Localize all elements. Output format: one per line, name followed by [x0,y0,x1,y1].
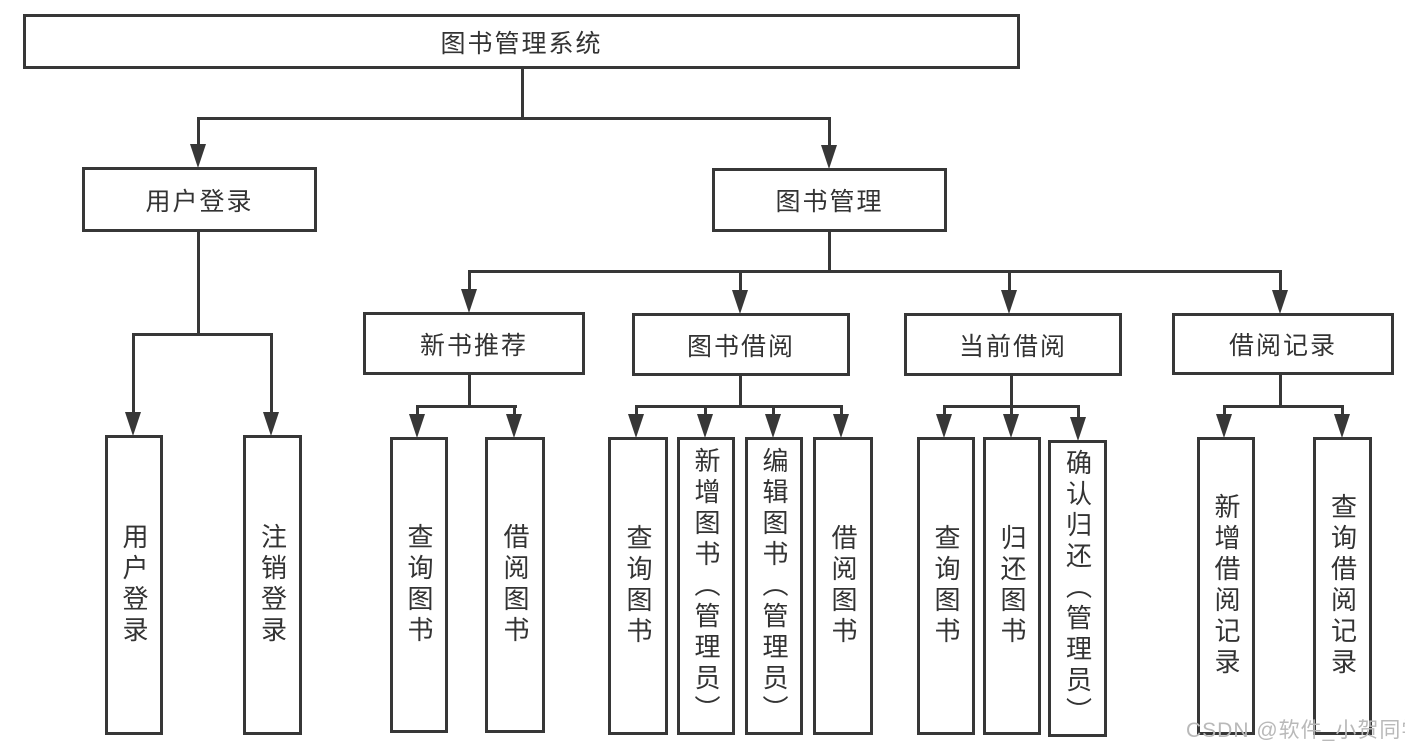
leaf-edit-books-admin: 编辑图书（管理员） [745,437,803,735]
leaf-confirm-return-admin: 确认归还（管理员） [1048,440,1107,737]
connector-line [468,375,471,408]
leaf-add-borrow-record: 新增借阅记录 [1197,437,1255,735]
arrow-down-icon [125,412,141,436]
connector-line [1279,375,1282,408]
connector-line [468,270,1282,273]
node-user-login: 用户登录 [82,167,317,232]
connector-line [1077,405,1080,421]
arrow-down-icon [506,414,522,438]
arrow-down-icon [732,290,748,314]
connector-line [739,270,742,294]
arrow-down-icon [628,414,644,438]
leaf-query-books-2: 查询图书 [608,437,668,735]
node-borrow-records: 借阅记录 [1172,313,1394,375]
connector-line [739,376,742,408]
connector-line [521,68,524,120]
connector-line [197,117,200,149]
connector-line [197,232,200,336]
node-book-management: 图书管理 [712,168,947,232]
arrow-down-icon [821,145,837,169]
leaf-query-borrow-record: 查询借阅记录 [1313,437,1372,735]
connector-line [416,405,517,408]
node-book-borrow: 图书借阅 [632,313,850,376]
connector-line [635,405,843,408]
watermark: CSDN @软件_小贺同学 [1186,719,1405,742]
connector-line [704,405,707,418]
arrow-down-icon [1216,414,1232,438]
arrow-down-icon [1334,414,1350,438]
arrow-down-icon [833,414,849,438]
connector-line [270,333,273,417]
arrow-down-icon [936,414,952,438]
arrow-down-icon [461,289,477,313]
connector-line [197,117,831,120]
arrow-down-icon [1003,414,1019,438]
connector-line [132,333,135,417]
connector-line [1008,270,1011,294]
leaf-query-books-3: 查询图书 [917,437,975,735]
connector-line [416,405,419,418]
connector-line [840,405,843,418]
connector-line [772,405,775,418]
node-new-book-recommend: 新书推荐 [363,312,585,375]
connector-line [132,333,273,336]
leaf-borrow-books-1: 借阅图书 [485,437,545,733]
connector-line [635,405,638,418]
connector-line [1010,376,1013,408]
arrow-down-icon [409,414,425,438]
leaf-logout: 注销登录 [243,435,302,735]
arrow-down-icon [263,412,279,436]
leaf-user-login: 用户登录 [105,435,163,735]
leaf-borrow-books-2: 借阅图书 [813,437,873,735]
leaf-add-books-admin: 新增图书（管理员） [677,437,735,735]
arrow-down-icon [1272,290,1288,314]
connector-line [1010,405,1013,418]
arrow-down-icon [697,414,713,438]
node-current-borrow: 当前借阅 [904,313,1122,376]
connector-line [513,405,516,418]
connector-line [943,405,946,418]
connector-line [468,270,471,294]
connector-line [828,232,831,273]
arrow-down-icon [190,144,206,168]
connector-line [1279,270,1282,294]
node-library-management-system: 图书管理系统 [23,14,1020,69]
arrow-down-icon [1070,417,1086,441]
connector-line [1223,405,1226,418]
connector-line [1341,405,1344,418]
arrow-down-icon [1001,290,1017,314]
connector-line [828,117,831,149]
arrow-down-icon [765,414,781,438]
leaf-query-books-1: 查询图书 [390,437,448,733]
leaf-return-books: 归还图书 [983,437,1041,735]
connector-line [1223,405,1344,408]
